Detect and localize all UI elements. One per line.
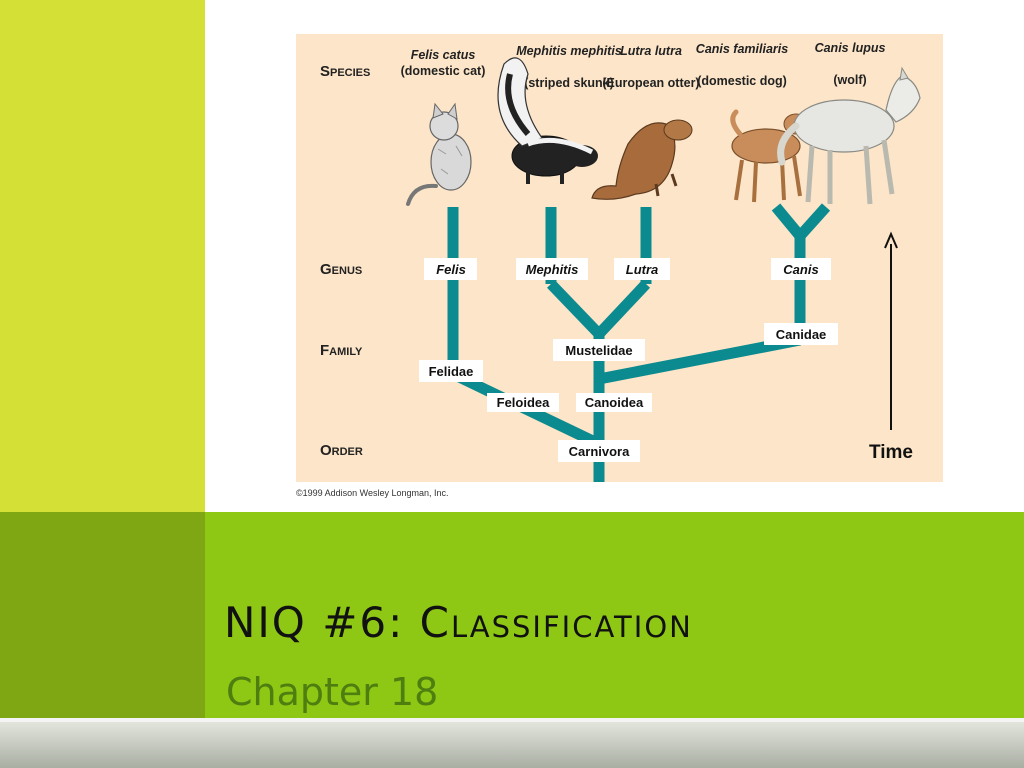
rank-label-genus: Genus [320,261,362,278]
svg-text:Felidae: Felidae [429,364,474,379]
order-box-carnivora: Carnivora [558,440,640,462]
genus-box-lutra: Lutra [614,258,670,280]
species-common-canis-familiaris: (domestic dog) [697,74,787,88]
species-common-canis-lupus: (wolf) [833,73,866,87]
family-box-canidae: Canidae [764,323,838,345]
footer-band [0,722,1024,768]
svg-text:Feloidea: Feloidea [497,395,551,410]
svg-text:Canidae: Canidae [776,327,827,342]
species-sci-mephitis: Mephitis mephitis [516,44,622,58]
svg-text:Mephitis: Mephitis [526,262,579,277]
superfamily-box-feloidea: Feloidea [487,393,559,412]
title-band [205,512,1024,718]
skunk-icon [497,57,598,184]
otter-icon [591,119,693,200]
svg-text:Canoidea: Canoidea [585,395,644,410]
slide-title: NIQ #6: Classification [224,598,693,647]
rank-label-order: Order [320,442,363,459]
svg-text:Mustelidae: Mustelidae [565,343,632,358]
superfamily-box-canoidea: Canoidea [576,393,652,412]
cat-icon [406,102,472,206]
time-label: Time [869,442,913,463]
svg-text:Lutra: Lutra [626,262,659,277]
rank-label-species: Species [320,63,370,80]
rank-label-family: Family [320,342,363,359]
species-sci-canis-lupus: Canis lupus [815,41,886,55]
accent-bar-bottom [0,512,205,718]
species-common-felis-catus: (domestic cat) [401,64,486,78]
species-sci-canis-familiaris: Canis familiaris [696,42,788,56]
svg-text:Canis: Canis [783,262,818,277]
species-sci-lutra: Lutra lutra [620,44,682,58]
species-common-lutra: (European otter) [602,76,699,90]
family-box-mustelidae: Mustelidae [553,339,645,361]
classification-diagram: Species Genus Family Order Felis catus (… [296,34,943,482]
family-box-felidae: Felidae [419,360,483,382]
wolf-icon [777,66,921,205]
species-common-mephitis: (striped skunk) [524,76,614,90]
time-arrow [884,231,898,430]
slide-subtitle: Chapter 18 [226,670,439,714]
accent-bar-top [0,0,205,512]
genus-box-mephitis: Mephitis [516,258,588,280]
species-sci-felis-catus: Felis catus [411,48,476,62]
divider-line [0,718,1024,722]
copyright-notice: ©1999 Addison Wesley Longman, Inc. [296,488,449,498]
genus-box-canis: Canis [771,258,831,280]
genus-box-felis: Felis [424,258,477,280]
svg-text:Carnivora: Carnivora [569,444,630,459]
svg-text:Felis: Felis [436,262,466,277]
classification-tree: Species Genus Family Order Felis catus (… [296,34,943,482]
